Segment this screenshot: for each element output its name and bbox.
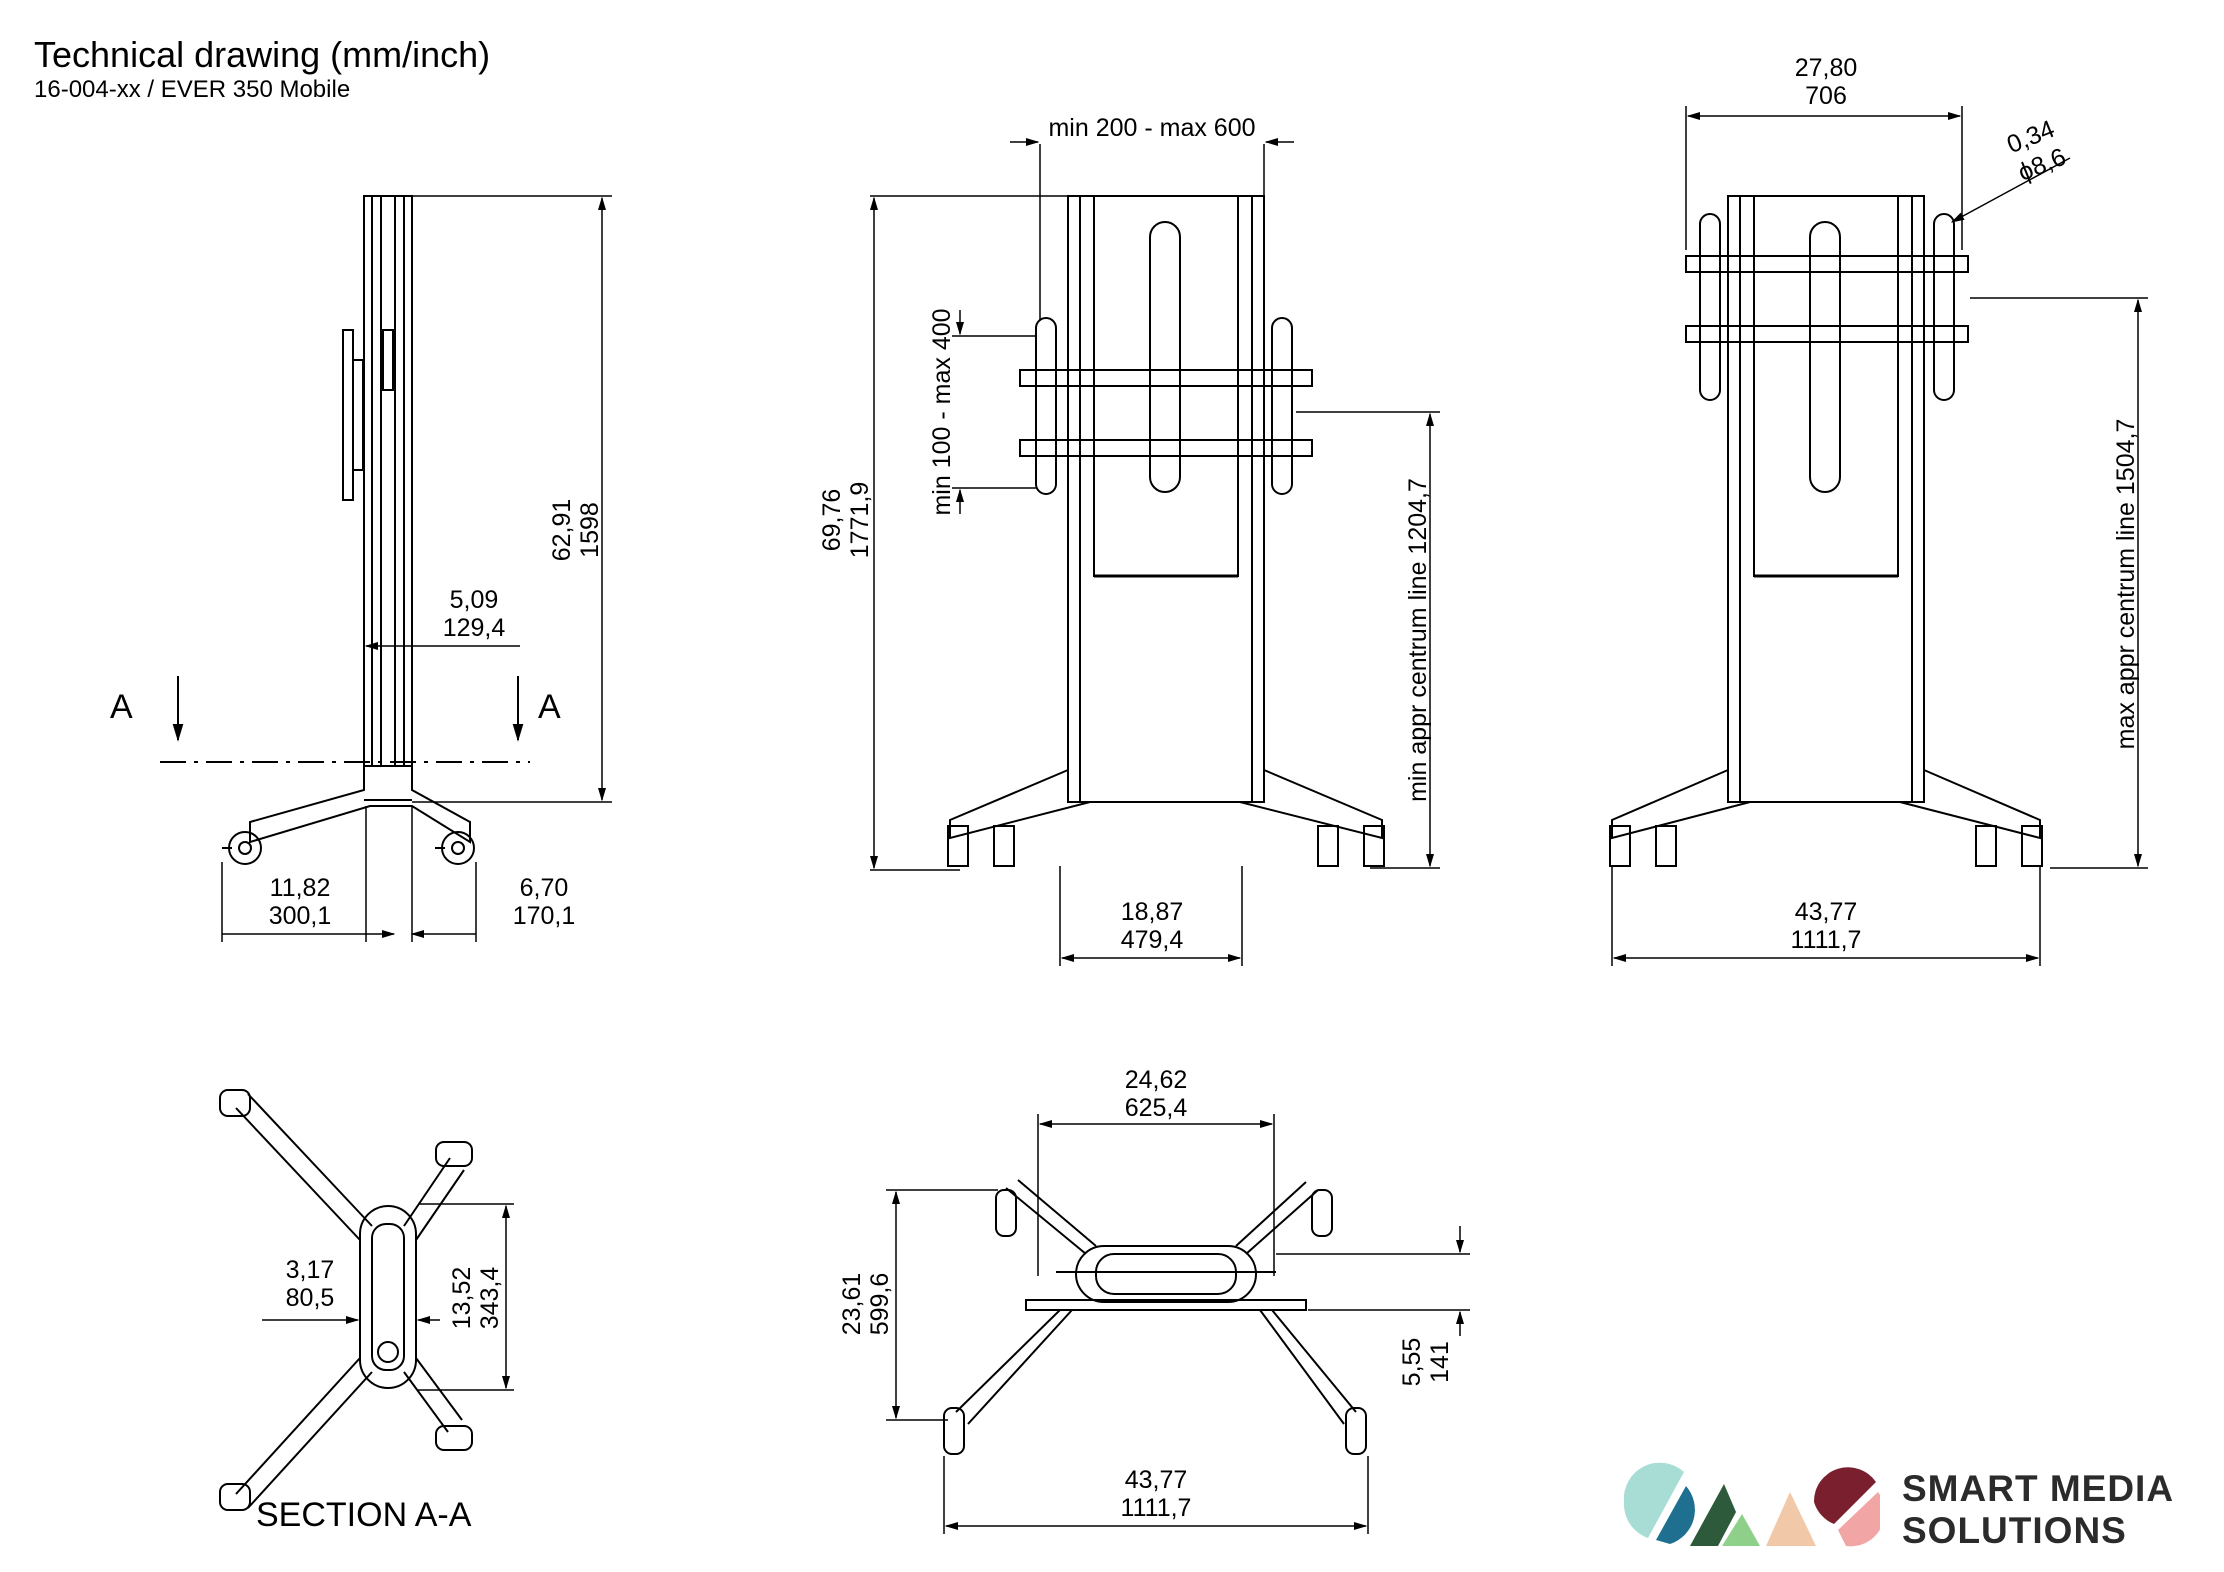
front-total-in: 69,76	[818, 489, 846, 552]
side-height-in: 62,91	[548, 499, 576, 562]
top-view	[943, 1179, 1367, 1455]
side-height-dimension	[412, 195, 612, 803]
brand-name: SMART MEDIA SOLUTIONS	[1902, 1468, 2174, 1552]
logo-shape-5	[1766, 1492, 1816, 1546]
section-dimensions	[262, 1203, 514, 1391]
hole-label: 0,34 ϕ8,6	[2003, 115, 2070, 187]
front-total-mm: 1771,9	[846, 482, 874, 558]
top-offset-label: 5,55 141	[1398, 1338, 1454, 1387]
section-h-in: 13,52	[448, 1267, 476, 1330]
brand-line-1: SMART MEDIA	[1902, 1468, 2175, 1509]
front-min-centrum: min appr centrum line 1204,7	[1404, 478, 1432, 802]
section-h-label: 13,52 343,4	[448, 1267, 504, 1330]
front-base-mm: 479,4	[1121, 926, 1184, 954]
front-width-range: min 200 - max 600	[1048, 114, 1255, 142]
front-view-min	[947, 195, 1385, 867]
front-max-centrum-wrap: max appr centrum line 1504,7	[2112, 419, 2140, 750]
front-max-base-in: 43,77	[1795, 898, 1858, 926]
section-mark-right: A	[538, 688, 561, 726]
side-depth-in: 5,09	[450, 586, 499, 614]
front-base-in: 18,87	[1121, 898, 1184, 926]
side-depth-mm: 129,4	[443, 614, 506, 642]
side-view	[222, 195, 475, 865]
top-offset-in: 5,55	[1398, 1338, 1426, 1387]
front-max-dimensions	[1611, 106, 2148, 966]
drawing-header: Technical drawing (mm/inch) 16-004-xx / …	[34, 34, 490, 104]
brand-logo	[1623, 1462, 1880, 1547]
logo-shape-3	[1690, 1484, 1736, 1546]
side-rear-in: 6,70	[520, 874, 569, 902]
section-w-mm: 80,5	[286, 1284, 335, 1312]
top-depth-in: 23,61	[838, 1273, 866, 1336]
side-base-dimensions	[221, 806, 477, 942]
drawing-subtitle: 16-004-xx / EVER 350 Mobile	[34, 76, 351, 103]
drawing-title: Technical drawing (mm/inch)	[34, 34, 491, 75]
front-min-dimensions	[869, 137, 1440, 966]
front-total-label: 69,76 1771,9	[818, 482, 874, 558]
front-max-width-mm: 706	[1805, 82, 1847, 110]
logo-shape-4	[1722, 1514, 1760, 1546]
top-dimensions	[886, 1114, 1470, 1534]
logo-shape-6	[1813, 1467, 1876, 1524]
side-rear-mm: 170,1	[513, 902, 576, 930]
section-view	[219, 1089, 473, 1511]
logo-shape-1	[1623, 1462, 1684, 1538]
front-view-max	[1609, 195, 2043, 867]
front-max-width-in: 27,80	[1795, 54, 1858, 82]
side-front-mm: 300,1	[269, 902, 332, 930]
brand-line-2: SOLUTIONS	[1902, 1510, 2127, 1551]
section-w-in: 3,17	[286, 1256, 335, 1284]
section-label: SECTION A-A	[256, 1496, 472, 1534]
section-line-a	[160, 676, 530, 763]
top-base-in: 43,77	[1125, 1466, 1188, 1494]
top-offset-mm: 141	[1426, 1341, 1454, 1383]
top-w-in: 24,62	[1125, 1066, 1188, 1094]
front-height-range: min 100 - max 400	[928, 308, 956, 515]
side-height-label: 62,91 1598	[548, 499, 604, 562]
section-h-mm: 343,4	[476, 1267, 504, 1330]
side-height-mm: 1598	[576, 502, 604, 558]
top-base-mm: 1111,7	[1121, 1494, 1192, 1522]
front-min-centrum-wrap: min appr centrum line 1204,7	[1404, 478, 1432, 802]
side-front-in: 11,82	[270, 874, 331, 902]
front-max-centrum: max appr centrum line 1504,7	[2112, 419, 2140, 750]
top-depth-mm: 599,6	[866, 1273, 894, 1336]
top-w-mm: 625,4	[1125, 1094, 1188, 1122]
section-mark-left: A	[110, 688, 133, 726]
top-depth-label: 23,61 599,6	[838, 1273, 894, 1336]
front-max-base-mm: 1111,7	[1791, 926, 1862, 954]
front-height-range-wrap: min 100 - max 400	[928, 308, 956, 515]
logo-shape-2	[1656, 1486, 1695, 1544]
logo-shape-7	[1838, 1492, 1880, 1547]
